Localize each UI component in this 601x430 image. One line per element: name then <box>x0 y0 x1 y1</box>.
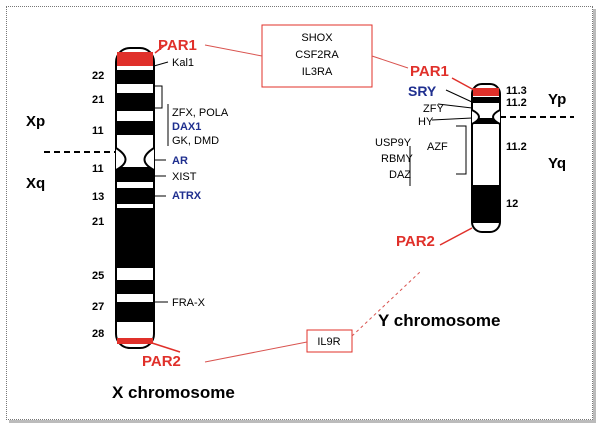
x-centromere <box>115 147 155 171</box>
par2-connector-x <box>204 341 308 363</box>
gene-xist: XIST <box>172 171 197 183</box>
gene-ar: AR <box>172 155 188 167</box>
par1-gene: IL3RA <box>302 66 333 78</box>
y-band-12 <box>473 185 499 223</box>
y-band-112q-top <box>473 118 499 124</box>
x-par1-region <box>117 52 153 66</box>
x-arm-q: Xq <box>26 175 45 192</box>
gene-gk: GK, DMD <box>172 135 219 147</box>
par2-gene-box <box>306 329 353 353</box>
x-band-21 <box>117 93 153 111</box>
y-par2-label: PAR2 <box>396 233 435 250</box>
gene-zfy: ZFY <box>423 103 444 115</box>
gene-hy: HY <box>418 116 434 128</box>
gene-dax1: DAX1 <box>172 121 201 133</box>
sry-tick <box>445 89 473 103</box>
x-chromosome <box>115 47 155 349</box>
x-band-label: 13 <box>92 191 104 203</box>
x-band-label: 11 <box>92 125 104 137</box>
gene-atrx: ATRX <box>172 190 202 202</box>
x-band-11p <box>117 121 153 135</box>
gene-zfx: ZFX, POLA <box>172 107 229 119</box>
par1-connector-x <box>204 44 263 57</box>
y-arm-p: Yp <box>548 91 566 108</box>
gene-rbmy: RBMY <box>381 153 413 165</box>
y-chromosome <box>471 83 501 233</box>
par1-gene-box <box>261 24 373 88</box>
x-par1-pointer <box>154 44 166 54</box>
y-par1-pointer <box>451 77 475 91</box>
x-band-label: 11 <box>92 163 104 175</box>
x-band-label: 22 <box>92 70 104 82</box>
x-band-label: 25 <box>92 270 104 282</box>
par1-gene: SHOX <box>301 32 333 44</box>
y-band-label: 11.3 <box>506 85 527 97</box>
y-arm-q: Yq <box>548 155 566 172</box>
y-par1-label: PAR1 <box>410 63 449 80</box>
zfy-tick <box>437 103 473 109</box>
x-par1-label: PAR1 <box>158 37 197 54</box>
x-band-21q <box>117 208 153 268</box>
x-band-label: 21 <box>92 94 104 106</box>
x-band-11q <box>117 167 153 182</box>
x-par2-label: PAR2 <box>142 353 181 370</box>
gene-frax: FRA-X <box>172 297 206 309</box>
par1-connector-y <box>371 55 409 69</box>
zfx-bracket <box>154 85 163 109</box>
y-band-label: 12 <box>506 198 518 210</box>
x-band-13 <box>117 188 153 204</box>
x-band-22 <box>117 70 153 84</box>
gene-daz: DAZ <box>389 169 411 181</box>
par2-gene: IL9R <box>317 336 340 348</box>
x-band-label: 27 <box>92 301 104 313</box>
x-par2-region <box>117 338 153 344</box>
hy-tick <box>431 117 473 121</box>
x-band-27 <box>117 302 153 322</box>
x-band-25 <box>117 280 153 294</box>
gene-kal1: Kal1 <box>172 57 194 69</box>
y-par1-region <box>473 88 499 96</box>
x-band-label: 21 <box>92 216 104 228</box>
gene-sry: SRY <box>408 83 437 99</box>
y-band-label: 11.2 <box>506 141 527 153</box>
y-par2-pointer <box>439 227 473 246</box>
x-title: X chromosome <box>112 383 235 402</box>
par1-gene: CSF2RA <box>295 49 339 61</box>
gene-azf: AZF <box>427 141 448 153</box>
x-par2-pointer <box>151 342 181 353</box>
gene-usp9y: USP9Y <box>375 137 412 149</box>
y-centromere <box>471 109 501 125</box>
azf-bracket <box>456 125 467 175</box>
y-title: Y chromosome <box>378 311 501 330</box>
kal1-tick <box>153 61 169 67</box>
y-band-113 <box>473 97 499 103</box>
x-arm-p: Xp <box>26 113 45 130</box>
x-band-label: 28 <box>92 328 104 340</box>
y-band-label: 11.2 <box>506 97 527 109</box>
